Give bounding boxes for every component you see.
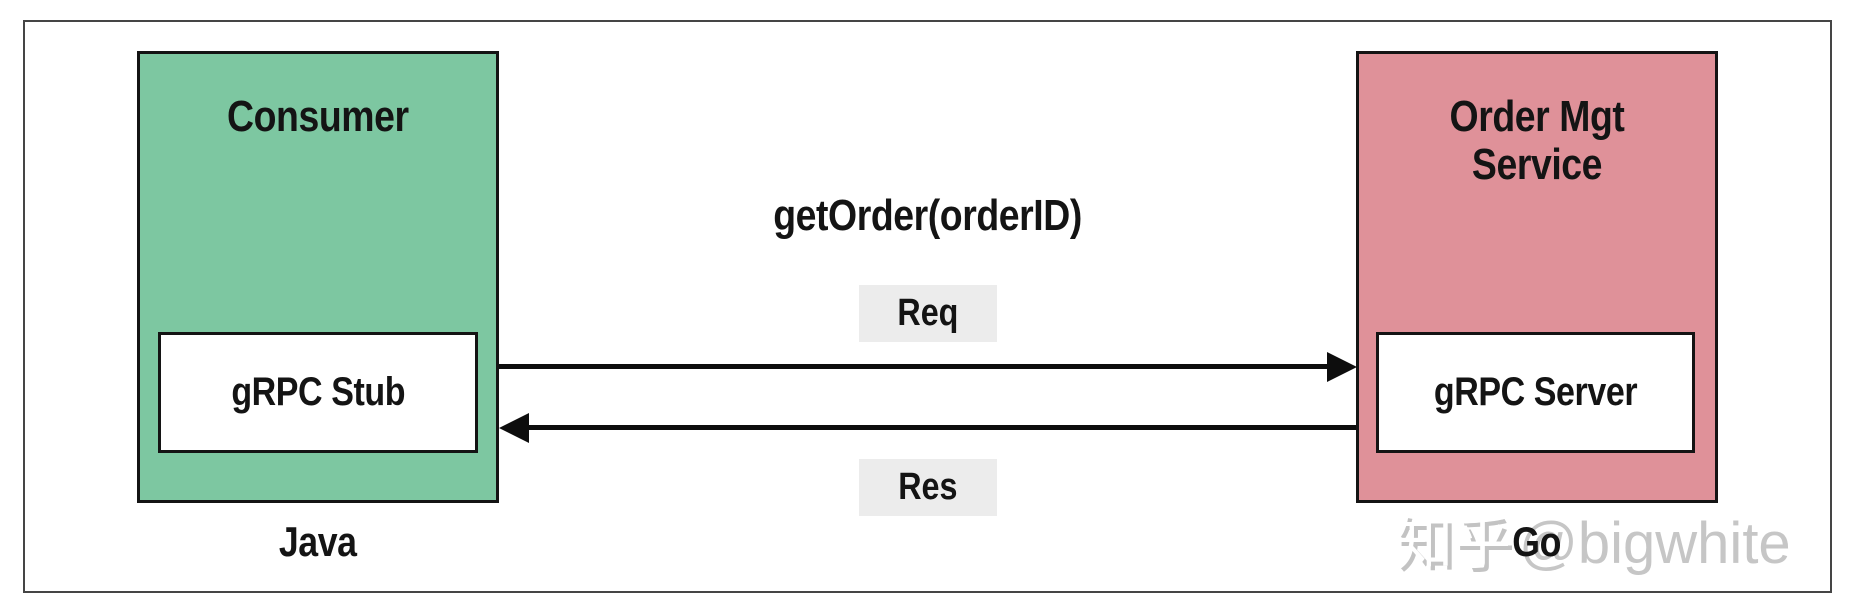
service-language-label: Go [1512, 518, 1562, 565]
watermark-site-text: 知乎 [1395, 511, 1512, 576]
service-title: Order Mgt Service [1359, 92, 1715, 190]
watermark: 知乎@bigwhite [1395, 496, 1791, 580]
watermark-handle-text: @bigwhite [1519, 511, 1791, 576]
consumer-title-text: Consumer [227, 92, 409, 141]
grpc-server-label: gRPC Server [1433, 370, 1638, 414]
consumer-title: Consumer [140, 92, 496, 141]
service-title-text: Order Mgt Service [1449, 92, 1625, 190]
response-arrow-line [528, 425, 1356, 430]
consumer-language-label: Java [279, 518, 357, 565]
grpc-stub-box: gRPC Stub [158, 332, 478, 453]
request-arrow-line [499, 364, 1328, 369]
response-arrowhead-icon [499, 413, 529, 443]
call-label: getOrder(orderID) [773, 191, 1083, 240]
request-badge: Req [859, 285, 997, 342]
response-badge: Res [859, 459, 997, 516]
request-arrowhead-icon [1327, 352, 1357, 382]
order-mgt-service-box: Order Mgt Service gRPC Server [1356, 51, 1718, 503]
grpc-server-box: gRPC Server [1376, 332, 1695, 453]
grpc-stub-label: gRPC Stub [231, 370, 405, 414]
consumer-box: Consumer gRPC Stub [137, 51, 499, 503]
